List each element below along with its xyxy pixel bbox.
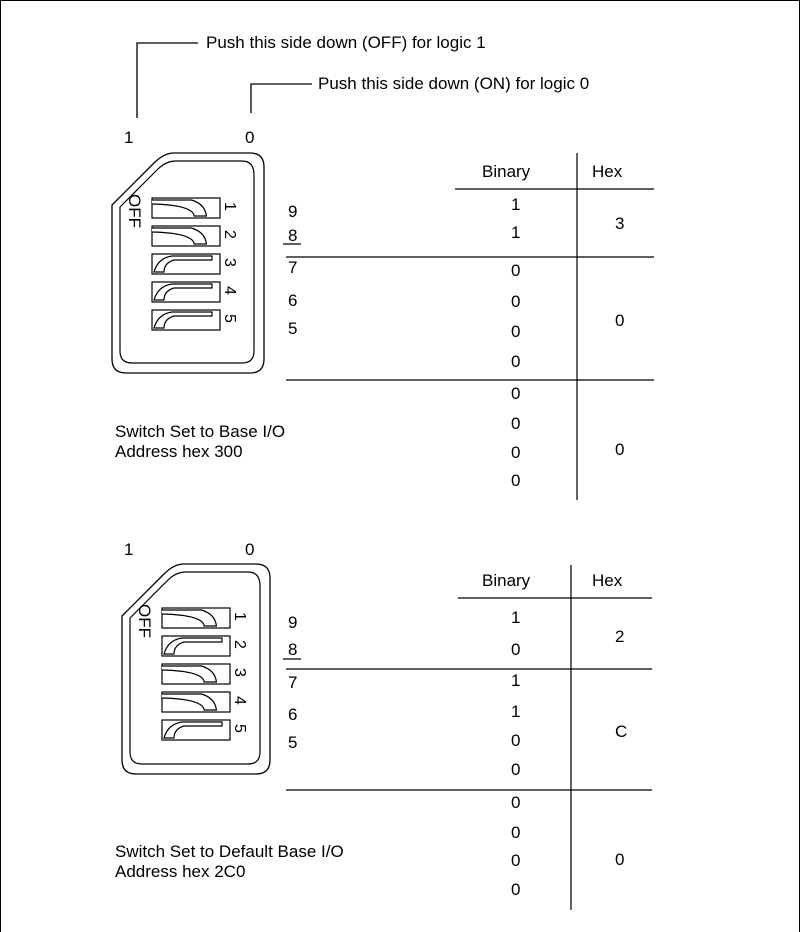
bit-label-5: 5 <box>288 319 298 338</box>
bit-label-9: 9 <box>288 613 298 632</box>
side-label-1: 1 <box>124 540 134 559</box>
side-label-1: 1 <box>124 128 134 147</box>
dip-switch: OFF 1 2 3 4 5 <box>121 563 271 775</box>
off-label: OFF <box>135 604 154 638</box>
side-label-0: 0 <box>245 128 255 147</box>
dip-toggle-4: 4 <box>151 281 238 303</box>
binary-digit: 0 <box>511 352 521 371</box>
binary-digit: 0 <box>511 471 521 490</box>
binary-header: Binary <box>482 162 531 181</box>
caption-line-1: Switch Set to Default Base I/O <box>115 842 344 861</box>
legend-on-text: Push this side down (ON) for logic 0 <box>318 74 590 93</box>
bit-label-5: 5 <box>288 733 298 752</box>
side-label-0: 0 <box>245 540 255 559</box>
caption-line-1: Switch Set to Base I/O <box>115 422 286 441</box>
bit-label-6: 6 <box>288 291 298 310</box>
caption-line-2: Address hex 300 <box>115 442 243 461</box>
bit-label-7: 7 <box>288 258 298 277</box>
binary-digit: 1 <box>511 671 521 690</box>
binary-digit: 0 <box>511 384 521 403</box>
dip-toggle-1: 1 <box>151 197 238 219</box>
binary-digit: 0 <box>511 823 521 842</box>
dip-switch-body <box>121 563 271 775</box>
switch-number: 5 <box>231 724 248 733</box>
hex-digit: C <box>615 722 628 741</box>
hex-header: Hex <box>592 162 623 181</box>
switch-number: 3 <box>231 668 248 677</box>
dip-switch-body <box>111 152 265 374</box>
binary-digit: 0 <box>511 443 521 462</box>
binary-digit: 0 <box>511 731 521 750</box>
bit-label-9: 9 <box>288 202 298 221</box>
caption-line-2: Address hex 2C0 <box>115 862 246 881</box>
dip-toggle-5: 5 <box>151 309 238 331</box>
hex-header: Hex <box>592 571 623 590</box>
dip-toggle-1: 1 <box>161 607 248 629</box>
hex-digit: 2 <box>615 627 625 646</box>
bit-label-8: 8 <box>288 226 298 245</box>
off-label: OFF <box>125 194 144 228</box>
switch-number: 1 <box>221 202 238 211</box>
hex-digit: 0 <box>615 850 625 869</box>
switch-number: 3 <box>221 258 238 267</box>
binary-digit: 0 <box>511 261 521 280</box>
dip-toggle-3: 3 <box>161 663 248 685</box>
dip-switch: OFF 1 2 3 4 5 <box>111 152 265 374</box>
binary-digit: 0 <box>511 880 521 899</box>
binary-digit: 0 <box>511 322 521 341</box>
binary-digit: 0 <box>511 640 521 659</box>
hex-digit: 0 <box>615 311 625 330</box>
binary-digit: 0 <box>511 414 521 433</box>
dip-toggle-5: 5 <box>161 719 248 741</box>
binary-digit: 0 <box>511 292 521 311</box>
dip-toggle-2: 2 <box>161 635 248 657</box>
legend-off-text: Push this side down (OFF) for logic 1 <box>206 33 486 52</box>
binary-digit: 1 <box>511 195 521 214</box>
bit-label-6: 6 <box>288 705 298 724</box>
binary-digit: 0 <box>511 851 521 870</box>
switch-number: 4 <box>221 286 238 295</box>
binary-digit: 1 <box>511 223 521 242</box>
dip-toggle-3: 3 <box>151 253 238 275</box>
binary-digit: 0 <box>511 760 521 779</box>
dip-switch-inner <box>119 160 255 364</box>
switch-number: 5 <box>221 314 238 323</box>
binary-digit: 0 <box>511 793 521 812</box>
bit-label-7: 7 <box>288 673 298 692</box>
binary-digit: 1 <box>511 608 521 627</box>
switch-number: 4 <box>231 696 248 705</box>
binary-header: Binary <box>482 571 531 590</box>
bit-label-8: 8 <box>288 640 298 659</box>
switch-number: 1 <box>231 612 248 621</box>
switch-number: 2 <box>221 230 238 239</box>
dip-switch-inner <box>129 571 261 765</box>
hex-digit: 0 <box>615 440 625 459</box>
dip-toggle-4: 4 <box>161 691 248 713</box>
dip-toggle-2: 2 <box>151 225 238 247</box>
hex-digit: 3 <box>615 214 625 233</box>
binary-digit: 1 <box>511 702 521 721</box>
switch-number: 2 <box>231 640 248 649</box>
